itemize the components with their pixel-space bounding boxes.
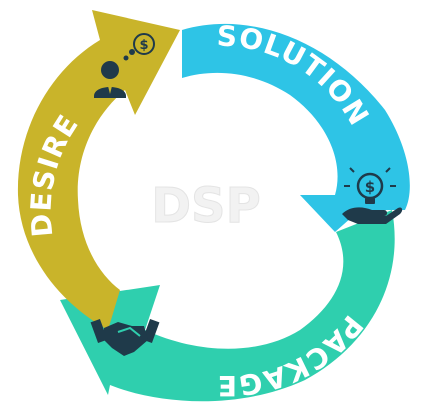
lightbulb-dollar-hand-icon: $ <box>342 167 403 224</box>
solution-arc <box>182 23 410 233</box>
svg-text:$: $ <box>365 178 375 196</box>
center-label: DSP <box>151 178 261 234</box>
package-arc <box>60 210 395 402</box>
handshake-icon <box>90 318 160 356</box>
desire-arc <box>17 10 181 330</box>
businessman-dollar-thought-icon: $ <box>94 33 155 98</box>
svg-text:$: $ <box>139 38 148 53</box>
